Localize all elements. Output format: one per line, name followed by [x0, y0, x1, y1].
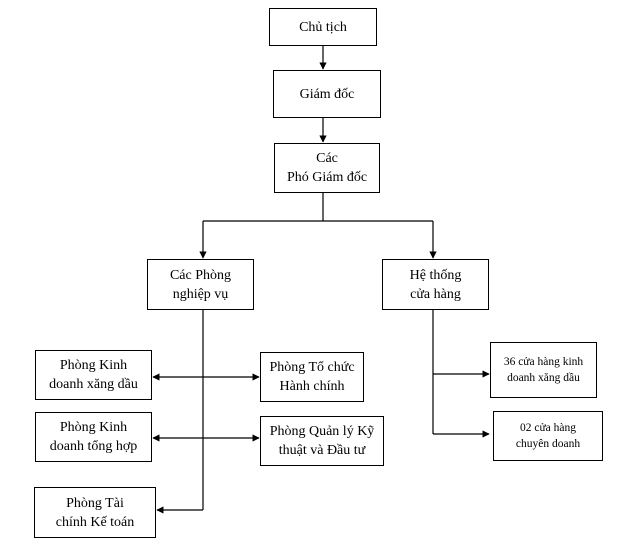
node-phong-tai-chinh-ke-toan: Phòng Tài chính Kế toán [34, 487, 156, 538]
node-phong-quan-ly-ky-thuat-line-1: Phòng Quản lý Kỹ [269, 424, 375, 439]
node-cua-hang-chuyen-doanh: 02 cửa hàng chuyên doanh [493, 411, 603, 461]
node-phong-tai-chinh-ke-toan-line-1: Phòng Tài [66, 495, 124, 511]
node-cua-hang-xang-dau: 36 cửa hàng kinh doanh xăng dầu [490, 342, 597, 398]
node-phong-tai-chinh-ke-toan-line-2: chính Kế toán [55, 514, 135, 530]
node-phong-quan-ly-ky-thuat: Phòng Quản lý Kỹ thuật và Đầu tư [260, 416, 384, 466]
node-pho-giam-doc: Các Phó Giám đốc [274, 143, 380, 193]
node-phong-nghiep-vu: Các Phòng nghiệp vụ [147, 259, 254, 310]
node-phong-kinh-doanh-xang-dau-line-2: doanh xăng dầu [49, 377, 138, 392]
node-phong-kinh-doanh-xang-dau: Phòng Kinh doanh xăng dầu [35, 350, 152, 400]
node-phong-kinh-doanh-xang-dau-line-1: Phòng Kinh [59, 358, 128, 373]
node-pho-giam-doc-line-1: Các [316, 151, 338, 166]
node-he-thong-cua-hang-line-2: cửa hàng [410, 286, 461, 302]
node-phong-nghiep-vu-line-1: Các Phòng [169, 267, 232, 283]
node-cua-hang-xang-dau-line-1: 36 cửa hàng kinh [503, 356, 584, 368]
node-chu-tich: Chủ tịch [269, 8, 377, 46]
node-cua-hang-chuyen-doanh-line-2: chuyên doanh [515, 438, 581, 450]
node-phong-quan-ly-ky-thuat-line-2: thuật và Đầu tư [278, 443, 366, 458]
node-phong-to-chuc-hanh-chinh: Phòng Tổ chức Hành chính [260, 352, 364, 402]
node-chu-tich-line-1: Chủ tịch [299, 19, 347, 35]
node-cua-hang-xang-dau-line-2: doanh xăng dầu [507, 372, 580, 384]
node-giam-doc: Giám đốc [273, 70, 381, 118]
node-phong-to-chuc-hanh-chinh-line-1: Phòng Tổ chức [269, 360, 355, 375]
node-pho-giam-doc-line-2: Phó Giám đốc [286, 170, 368, 185]
node-phong-to-chuc-hanh-chinh-line-2: Hành chính [279, 379, 345, 394]
node-phong-kinh-doanh-tong-hop-line-1: Phòng Kinh [59, 420, 128, 435]
node-phong-kinh-doanh-tong-hop: Phòng Kinh doanh tổng hợp [35, 412, 152, 462]
node-he-thong-cua-hang-line-1: Hệ thống [409, 267, 462, 283]
node-he-thong-cua-hang: Hệ thống cửa hàng [382, 259, 489, 310]
node-phong-nghiep-vu-line-2: nghiệp vụ [172, 286, 229, 302]
node-phong-kinh-doanh-tong-hop-line-2: doanh tổng hợp [49, 439, 138, 454]
node-giam-doc-line-1: Giám đốc [299, 86, 355, 102]
node-cua-hang-chuyen-doanh-line-1: 02 cửa hàng [519, 422, 577, 434]
